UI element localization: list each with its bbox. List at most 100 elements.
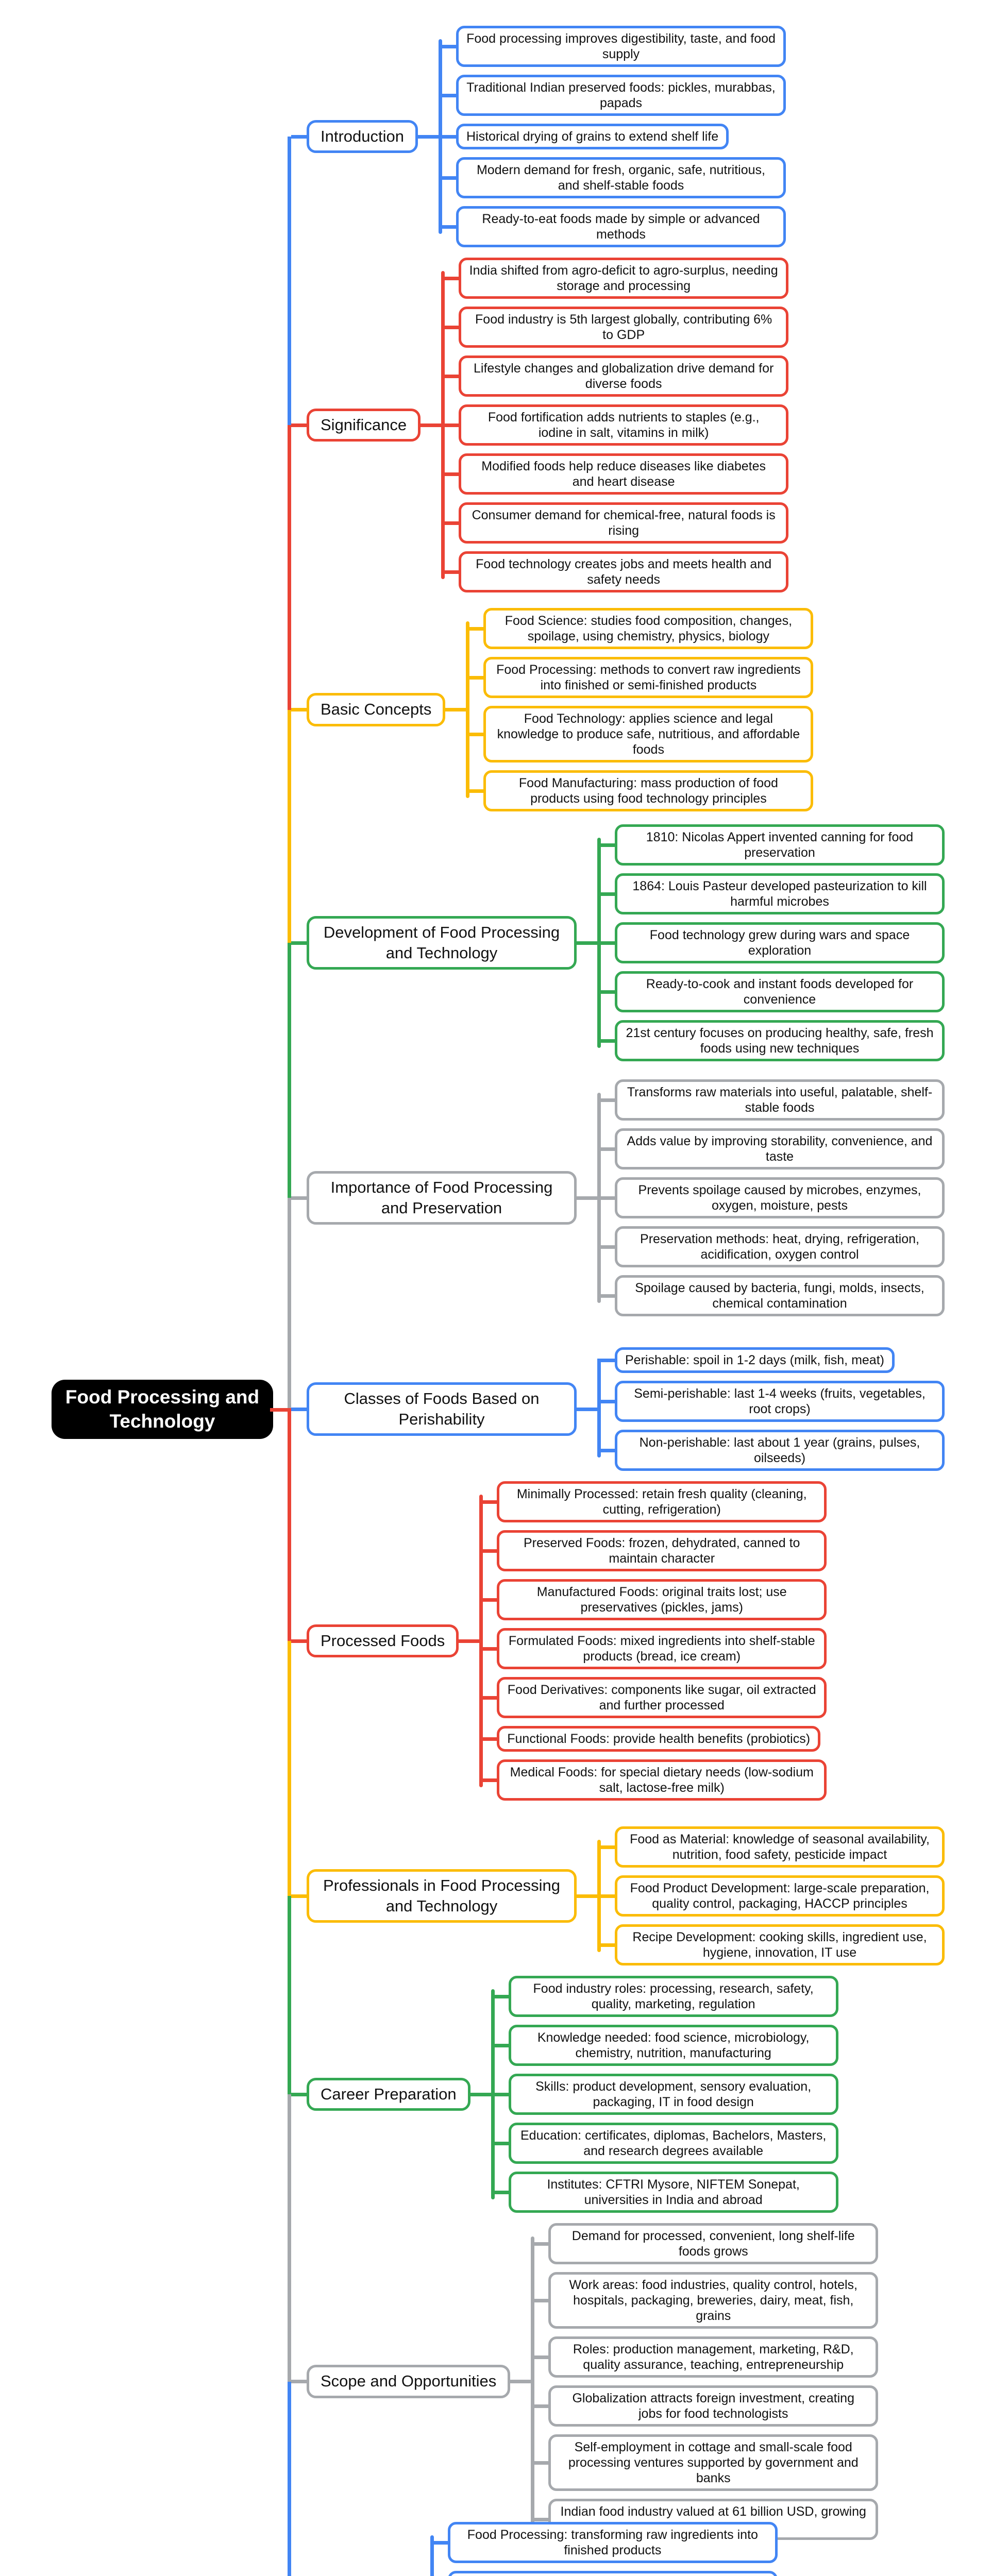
leaf-node[interactable]: Minimally Processed: retain fresh qualit… (479, 1481, 827, 1522)
label-leaves-connector (445, 708, 466, 711)
branch-label[interactable]: Classes of Foods Based on Perishability (307, 1382, 577, 1436)
leaf-node[interactable]: Modern demand for fresh, organic, safe, … (439, 157, 786, 198)
leaf-node[interactable]: Manufactured Foods: original traits lost… (479, 1579, 827, 1620)
leaf-node[interactable]: Medical Foods: for special dietary needs… (479, 1759, 827, 1801)
leaves-group: Transforms raw materials into useful, pa… (597, 1079, 945, 1316)
leaf-node[interactable]: Food Derivatives: components like sugar,… (479, 1677, 827, 1718)
branch: Processed Foods Minimally Processed: ret… (291, 1481, 827, 1801)
leaf-node[interactable]: Historical drying of grains to extend sh… (438, 124, 729, 149)
leaf-node[interactable]: Food industry roles: processing, researc… (491, 1976, 838, 2017)
leaf-node[interactable]: Roles: production management, marketing,… (531, 2336, 879, 2378)
leaf-node[interactable]: Food Processing: transforming raw ingred… (430, 2522, 778, 2563)
leaves-group: Perishable: spoil in 1-2 days (milk, fis… (597, 1347, 945, 1471)
leaf-node[interactable]: Spoilage caused by bacteria, fungi, mold… (597, 1275, 945, 1316)
leaf-node[interactable]: Food technology grew during wars and spa… (597, 922, 945, 963)
leaf-node[interactable]: Food Technology: applies science and leg… (466, 706, 814, 762)
leaf-node[interactable]: Food Science: studies food composition, … (466, 608, 814, 649)
leaves-group: 1810: Nicolas Appert invented canning fo… (597, 824, 945, 1061)
branch: Development of Food Processing and Techn… (291, 824, 945, 1061)
leaf-node[interactable]: Work areas: food industries, quality con… (531, 2272, 879, 2329)
label-leaves-connector (577, 1894, 597, 1898)
leaf-node[interactable]: Prevents spoilage caused by microbes, en… (597, 1177, 945, 1218)
branch-label[interactable]: Professionals in Food Processing and Tec… (307, 1869, 577, 1923)
leaf-node[interactable]: Food Product Development: large-scale pr… (597, 1875, 945, 1917)
leaves-group: Minimally Processed: retain fresh qualit… (479, 1481, 827, 1801)
branch: Importance of Food Processing and Preser… (291, 1079, 945, 1316)
label-leaves-connector (510, 2380, 531, 2383)
branch-stub-line (291, 2380, 307, 2383)
branch-stub-line (291, 1894, 307, 1898)
spine-segment (288, 709, 291, 943)
branch-stub-line (291, 708, 307, 711)
spine-segment (288, 1409, 291, 1641)
branch-label[interactable]: Scope and Opportunities (307, 2365, 511, 2398)
branch: Key Terms Food Processing: transforming … (291, 2522, 778, 2576)
leaf-node[interactable]: India shifted from agro-deficit to agro-… (441, 258, 789, 299)
leaf-node[interactable]: Non-perishable: last about 1 year (grain… (597, 1430, 945, 1471)
leaf-node[interactable]: Food as Material: knowledge of seasonal … (597, 1826, 945, 1868)
leaf-node[interactable]: 21st century focuses on producing health… (597, 1020, 945, 1061)
leaf-node[interactable]: Self-employment in cottage and small-sca… (531, 2434, 879, 2491)
label-leaves-connector (577, 1196, 597, 1200)
label-leaves-connector (459, 1639, 480, 1643)
leaf-node[interactable]: Modified foods help reduce diseases like… (441, 453, 789, 495)
leaf-node[interactable]: 1864: Louis Pasteur developed pasteuriza… (597, 873, 945, 914)
leaf-node[interactable]: Food fortification adds nutrients to sta… (441, 404, 789, 446)
leaf-node[interactable]: Demand for processed, convenient, long s… (531, 2223, 879, 2264)
leaf-node[interactable]: Knowledge needed: food science, microbio… (491, 2025, 838, 2066)
leaf-node[interactable]: Food Technology: application of science … (447, 2571, 778, 2576)
leaf-node[interactable]: Institutes: CFTRI Mysore, NIFTEM Sonepat… (491, 2172, 838, 2213)
leaf-node[interactable]: Lifestyle changes and globalization driv… (441, 355, 789, 397)
leaf-node[interactable]: Food processing improves digestibility, … (439, 26, 786, 67)
leaf-node[interactable]: Consumer demand for chemical-free, natur… (441, 502, 789, 544)
branch-label[interactable]: Processed Foods (307, 1624, 459, 1658)
branch-stub-line (291, 1407, 307, 1411)
leaf-node[interactable]: Ready-to-cook and instant foods develope… (597, 971, 945, 1012)
branch-label[interactable]: Career Preparation (307, 2077, 470, 2111)
branch: Scope and Opportunities Demand for proce… (291, 2223, 879, 2540)
leaf-node[interactable]: Food Manufacturing: mass production of f… (466, 770, 814, 811)
leaves-group: Food Processing: transforming raw ingred… (430, 2522, 778, 2576)
branch-stub-line (291, 2092, 307, 2096)
label-leaves-connector (418, 134, 439, 139)
leaf-node[interactable]: Food industry is 5th largest globally, c… (441, 307, 789, 348)
leaf-node[interactable]: Skills: product development, sensory eva… (491, 2074, 838, 2115)
spine-segment (288, 1896, 291, 2094)
leaf-node[interactable]: Adds value by improving storability, con… (597, 1128, 945, 1170)
leaf-node[interactable]: Globalization attracts foreign investmen… (531, 2385, 879, 2427)
leaves-group: Food Science: studies food composition, … (466, 608, 814, 811)
branch-label[interactable]: Importance of Food Processing and Preser… (307, 1171, 577, 1225)
branch-label[interactable]: Introduction (307, 120, 418, 154)
label-leaves-connector (470, 2092, 491, 2096)
branch-label[interactable]: Significance (307, 408, 421, 442)
leaf-node[interactable]: Education: certificates, diplomas, Bache… (491, 2123, 838, 2164)
branch-label[interactable]: Development of Food Processing and Techn… (307, 916, 577, 970)
spine-segment (288, 137, 291, 425)
label-leaves-connector (577, 1407, 597, 1411)
leaves-group: Food as Material: knowledge of seasonal … (597, 1826, 945, 1965)
branch: Basic Concepts Food Science: studies foo… (291, 608, 814, 811)
leaf-node[interactable]: Recipe Development: cooking skills, ingr… (597, 1924, 945, 1965)
leaf-node[interactable]: Functional Foods: provide health benefit… (479, 1726, 821, 1752)
leaf-node[interactable]: Transforms raw materials into useful, pa… (597, 1079, 945, 1121)
central-node[interactable]: Food Processing and Technology (52, 1380, 273, 1439)
leaf-node[interactable]: Ready-to-eat foods made by simple or adv… (439, 206, 786, 247)
leaf-node[interactable]: Perishable: spoil in 1-2 days (milk, fis… (597, 1347, 895, 1373)
leaves-group: Food processing improves digestibility, … (438, 26, 786, 247)
leaf-node[interactable]: Food Processing: methods to convert raw … (466, 657, 814, 698)
branch-stub-line (291, 941, 307, 945)
leaf-node[interactable]: Preservation methods: heat, drying, refr… (597, 1226, 945, 1267)
leaf-node[interactable]: Traditional Indian preserved foods: pick… (439, 75, 786, 116)
spine-segment (288, 2094, 291, 2382)
leaf-node[interactable]: Food technology creates jobs and meets h… (441, 551, 789, 592)
central-node-connector (270, 1408, 291, 1412)
spine-segment (288, 943, 291, 1198)
leaf-node[interactable]: 1810: Nicolas Appert invented canning fo… (597, 824, 945, 866)
leaf-node[interactable]: Formulated Foods: mixed ingredients into… (479, 1628, 827, 1669)
spine-segment (288, 425, 291, 710)
branch-label[interactable]: Basic Concepts (307, 693, 446, 726)
branch: Significance India shifted from agro-def… (291, 258, 789, 592)
branch-stub-line (291, 423, 307, 427)
leaf-node[interactable]: Preserved Foods: frozen, dehydrated, can… (479, 1530, 827, 1571)
leaf-node[interactable]: Semi-perishable: last 1-4 weeks (fruits,… (597, 1381, 945, 1422)
